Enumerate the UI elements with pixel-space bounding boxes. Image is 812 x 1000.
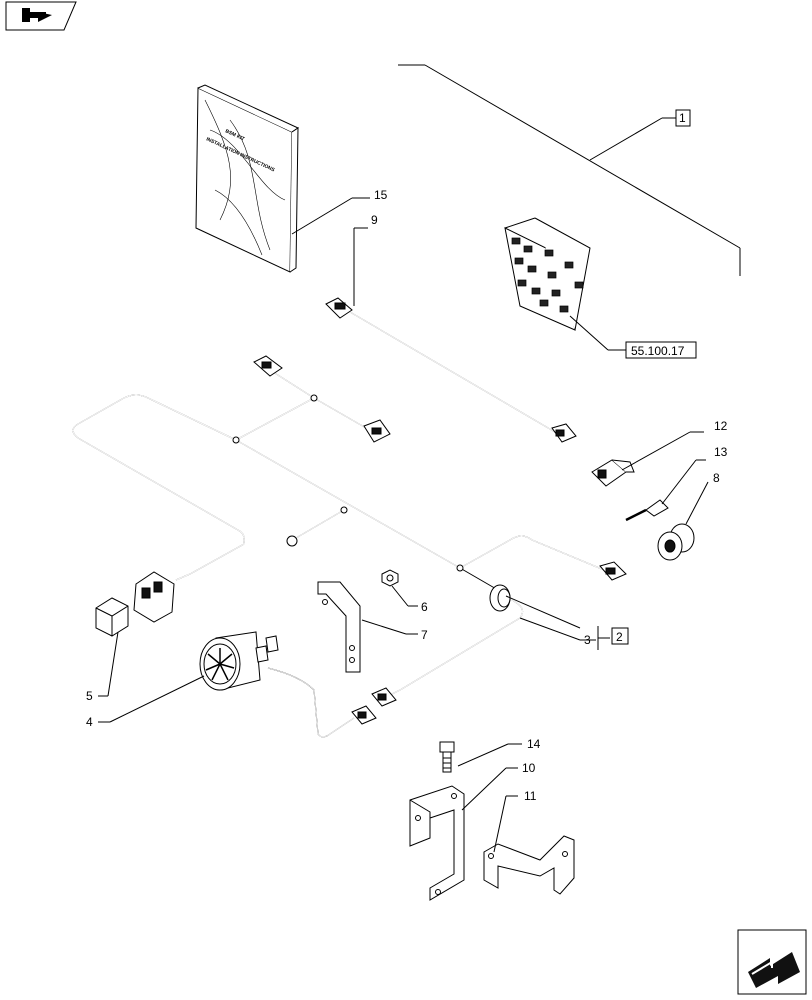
bracket-10	[409, 785, 465, 901]
callout-12: 12	[714, 419, 728, 433]
callout-7: 7	[421, 628, 428, 642]
bracket-11	[483, 835, 575, 895]
installation-manual: BSM KIT INSTALLATION INSTRUCTIONS	[195, 84, 300, 273]
callout-1: 1	[679, 111, 686, 125]
callout-8: 8	[713, 471, 720, 485]
callout-14: 14	[527, 737, 541, 751]
callout-11: 11	[524, 789, 537, 803]
callout-6: 6	[421, 600, 428, 614]
connector-12	[591, 459, 635, 487]
callout-15: 15	[374, 188, 388, 202]
bracket-7	[317, 581, 361, 673]
callout-9: 9	[371, 213, 378, 227]
callout-13: 13	[714, 445, 728, 459]
fuse-relay-box	[504, 217, 591, 331]
callout-4: 4	[86, 715, 93, 729]
bolt-14	[439, 741, 455, 773]
buzzer-4	[199, 631, 397, 738]
nut-6	[381, 569, 399, 587]
relay-5	[95, 597, 129, 637]
terminal-13	[625, 499, 669, 522]
back-arrow-icon	[22, 8, 52, 22]
main-harness-3	[72, 355, 627, 699]
next-arrow-icon	[748, 952, 800, 988]
callout-10: 10	[522, 761, 536, 775]
callout-3: 3	[584, 633, 591, 647]
group-bracket-1	[398, 64, 741, 276]
callout-2: 2	[616, 630, 623, 644]
next-nav-button[interactable]	[737, 929, 807, 995]
callout-5: 5	[86, 689, 93, 703]
callout-55-100-17: 55.100.17	[631, 344, 685, 358]
harness-9	[325, 297, 577, 443]
back-nav-button[interactable]	[5, 1, 77, 31]
grommet-8	[657, 523, 695, 561]
